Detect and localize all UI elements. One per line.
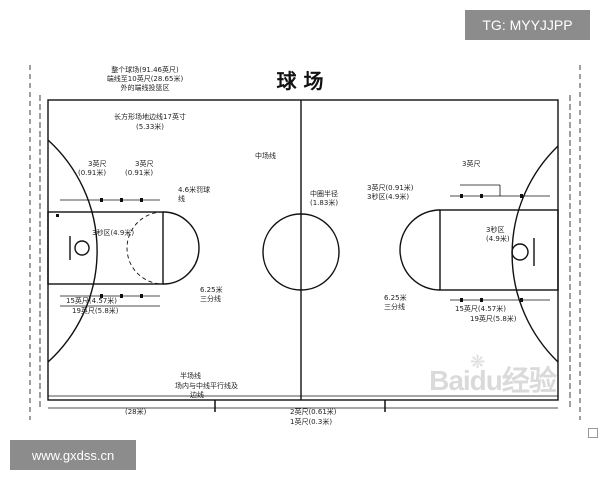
label-right-key: 3秒区: [486, 225, 504, 234]
label-right-top-2: 3秒区(4.9米): [367, 192, 409, 201]
label-center-circle-2: (1.83米): [310, 198, 338, 207]
left-free-throw-arc-dashed: [126, 211, 164, 285]
paw-icon: ❋: [470, 352, 486, 373]
tg-watermark-badge: TG: MYYJJPP: [465, 10, 590, 40]
label-left-small-2: (0.91米): [78, 168, 106, 177]
label-right-top-1: 3英尺(0.91米): [367, 183, 414, 192]
center-circle: [262, 213, 340, 291]
label-sideline-2: (5.33米): [136, 122, 164, 131]
label-left-ft-2: 线: [178, 194, 185, 203]
label-top-left-3: 外的端线投篮区: [121, 83, 170, 92]
label-left-small-4: (0.91米): [125, 168, 153, 177]
left-hoop: [74, 240, 90, 256]
left-free-throw-arc: [162, 211, 200, 285]
label-right-key-2: (4.9米): [486, 234, 510, 243]
label-center-circle: 中圈半径: [310, 189, 338, 198]
diagram-title: 球 场: [277, 69, 324, 93]
site-watermark-badge: www.gxdss.cn: [10, 440, 136, 470]
label-bottom-mid-2: 1英尺(0.3米): [290, 417, 332, 426]
left-three-point-arc: [47, 139, 98, 363]
baidu-watermark: Baidu经验: [429, 365, 557, 396]
left-key: [47, 211, 164, 285]
label-left-small-3: 3英尺: [135, 159, 153, 168]
label-left-ft: 4.6米罚球: [178, 185, 210, 194]
right-key: [439, 209, 559, 291]
label-right-bottom-1: 15英尺(4.57米): [455, 304, 506, 313]
label-left-small-1: 3英尺: [88, 159, 106, 168]
label-right-arc-1: 6.25米: [384, 293, 407, 302]
label-bottom-left: (28米): [125, 407, 147, 416]
right-three-point-arc: [511, 145, 559, 363]
right-hoop: [511, 243, 529, 261]
label-bottom-mid-1: 2英尺(0.61米): [290, 407, 337, 416]
label-top-left-1: 整个球场(91.46英尺): [111, 65, 179, 74]
label-bottom-center-3: 边线: [190, 390, 204, 399]
label-top-left-2: 端线至10英尺(28.65米): [107, 74, 184, 83]
label-sideline-1: 长方形场地边线17英寸: [114, 112, 186, 121]
label-right-top-3: 3英尺: [462, 159, 480, 168]
label-left-bottom-1: 15英尺(4.57米): [66, 296, 117, 305]
right-free-throw-arc: [399, 209, 441, 291]
label-bottom-center-2: 场内与中线平行线及: [175, 381, 238, 390]
label-right-arc-2: 三分线: [384, 302, 405, 311]
label-center-line: 中场线: [255, 151, 276, 160]
label-left-bottom-2: 19英尺(5.8米): [72, 306, 119, 315]
label-left-arc-1: 6.25米: [200, 285, 223, 294]
label-bottom-center-1: 半场线: [180, 371, 201, 380]
corner-mark-icon: [588, 428, 598, 438]
label-left-key: 3秒区(4.9米): [92, 228, 134, 237]
label-right-bottom-2: 19英尺(5.8米): [470, 314, 517, 323]
label-left-arc-2: 三分线: [200, 294, 221, 303]
